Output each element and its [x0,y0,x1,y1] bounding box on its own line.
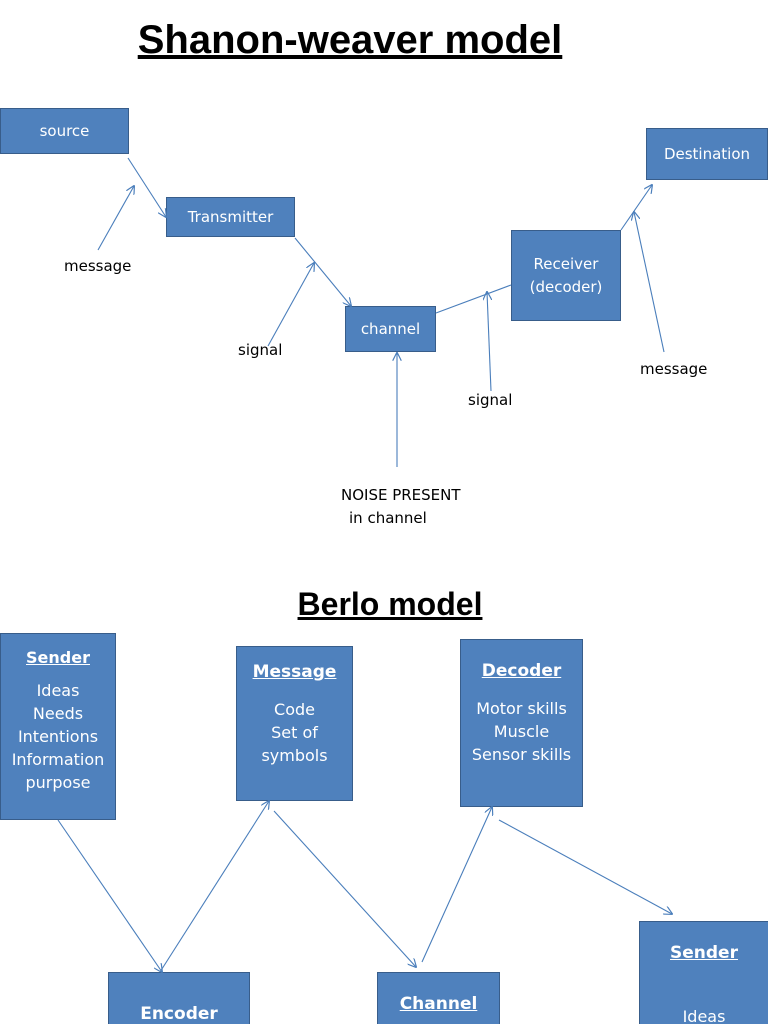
message-line: Code [274,700,315,719]
arrow-channel-decoder [421,807,492,963]
arrow-encoder-message [159,801,269,973]
decoder-line: Sensor skills [471,745,572,764]
arrow-message-channel [273,810,416,967]
source-box: source [0,108,129,154]
decoder-heading: Decoder [481,661,562,681]
receiver-box: Receiver (decoder) [511,230,621,321]
channel-box: channel [345,306,436,352]
shannon-title: Shanon-weaver model [137,18,563,62]
sender-line: Needs [32,704,84,723]
sender2-lines: Ideas [683,1005,726,1028]
noise-line: in channel [349,509,427,527]
arrow-receiver-destination [620,185,652,231]
channel-heading: Channel [399,994,478,1014]
transmitter-box: Transmitter [166,197,295,237]
message-lines: Code Set of symbols [261,698,327,767]
sender2-heading: Sender [670,943,738,963]
message-label-right: message [640,360,708,378]
arrow-transmitter-channel [294,237,351,306]
message-heading: Message [252,662,337,682]
berlo-sender-box: Sender Ideas Needs Intentions Informatio… [0,633,116,820]
sender-line: purpose [25,773,91,792]
sender-line: Ideas [36,681,80,700]
arrow-message-left [97,186,134,251]
berlo-title: Berlo model [297,586,483,622]
arrow-sender-encoder [57,819,162,972]
receiver-line: (decoder) [529,277,603,296]
noise-line: NOISE PRESENT [341,486,461,504]
signal-label-left: signal [238,341,283,359]
berlo-channel-box: Channel [377,972,500,1024]
sender-heading: Sender [26,648,90,667]
sender-lines: Ideas Needs Intentions Information purpo… [12,679,105,794]
berlo-decoder-box: Decoder Motor skills Muscle Sensor skill… [460,639,583,807]
arrow-signal-left [267,263,314,347]
berlo-message-box: Message Code Set of symbols [236,646,353,801]
berlo-sender2-box: Sender Ideas [639,921,768,1026]
decoder-line: Motor skills [476,699,567,718]
message-line: symbols [261,746,328,765]
destination-box: Destination [646,128,768,180]
noise-label: NOISE PRESENT in channel [341,484,461,530]
berlo-encoder-box: Encoder [108,972,250,1024]
line-channel-receiver [435,284,512,314]
message-line: Set of [271,723,318,742]
encoder-heading: Encoder [140,1004,218,1024]
decoder-lines: Motor skills Muscle Sensor skills [472,697,571,766]
sender2-line: Ideas [682,1007,726,1026]
message-label-left: message [64,257,132,275]
arrow-source-transmitter [127,157,166,217]
sender-line: Information [11,750,105,769]
receiver-line: Receiver [533,254,599,273]
signal-label-right: signal [468,391,513,409]
arrow-decoder-sender [498,819,672,914]
sender-line: Intentions [17,727,99,746]
decoder-line: Muscle [493,722,550,741]
arrow-message-right [634,212,665,353]
arrow-signal-right [487,292,491,392]
